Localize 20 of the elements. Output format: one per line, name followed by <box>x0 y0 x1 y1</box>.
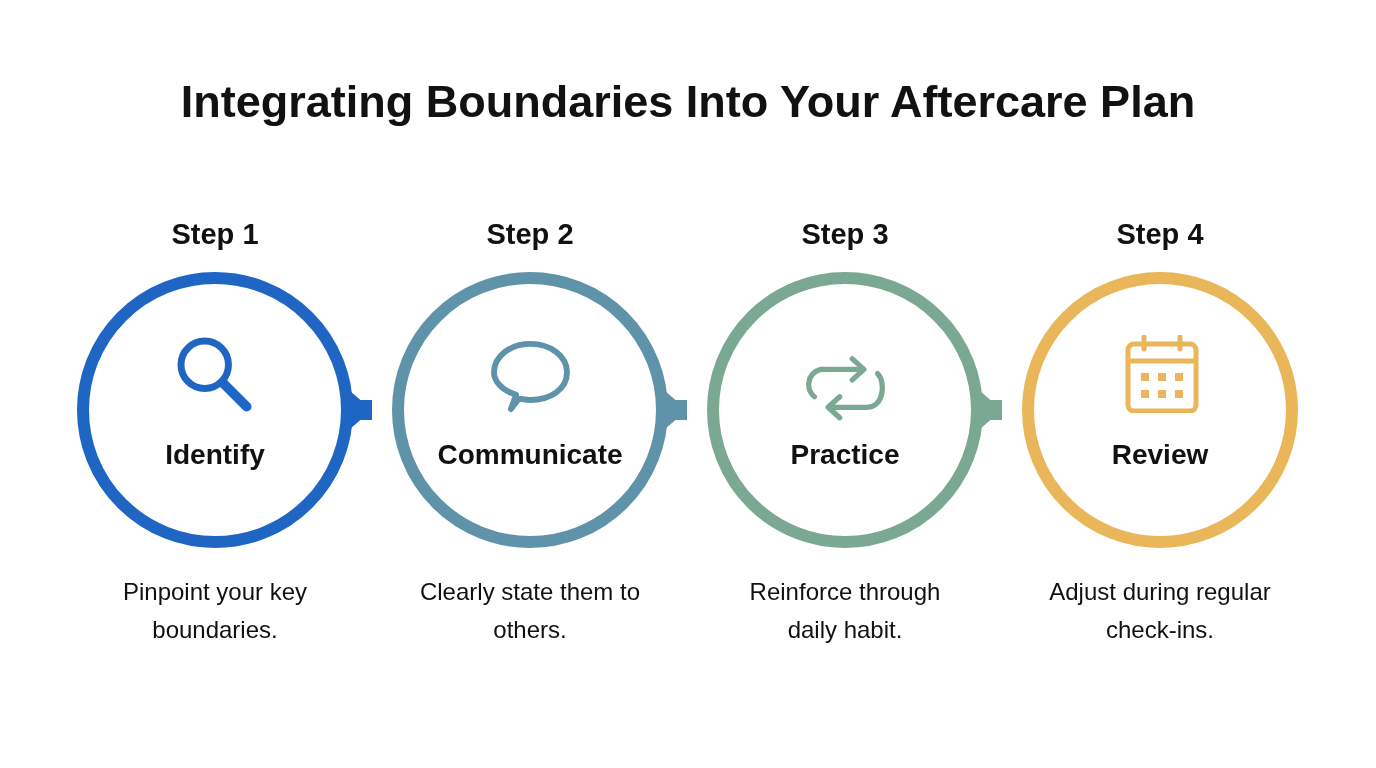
arrow <box>979 391 1002 429</box>
step-description: Reinforce through daily habit. <box>748 577 942 645</box>
step-circle <box>77 272 353 548</box>
step-number: Step 3 <box>800 218 890 251</box>
title: Integrating Boundaries Into Your Aftercare Plan <box>179 76 1197 128</box>
step-number: Step 2 <box>485 218 575 251</box>
step-number: Step 1 <box>170 218 260 251</box>
arrow <box>349 391 372 429</box>
step-name: Review <box>1110 439 1210 471</box>
step-name: Identify <box>164 439 266 471</box>
step-name: Practice <box>789 439 901 471</box>
step-number: Step 4 <box>1115 218 1205 251</box>
step-description: Adjust during regular check-ins. <box>1048 577 1272 645</box>
step-circle <box>392 272 668 548</box>
step-description: Pinpoint your key boundaries. <box>121 577 309 645</box>
arrow <box>664 391 687 429</box>
step-name: Communicate <box>436 439 624 471</box>
step-circle <box>707 272 983 548</box>
step-circle <box>1022 272 1298 548</box>
step-description: Clearly state them to others. <box>418 577 642 645</box>
